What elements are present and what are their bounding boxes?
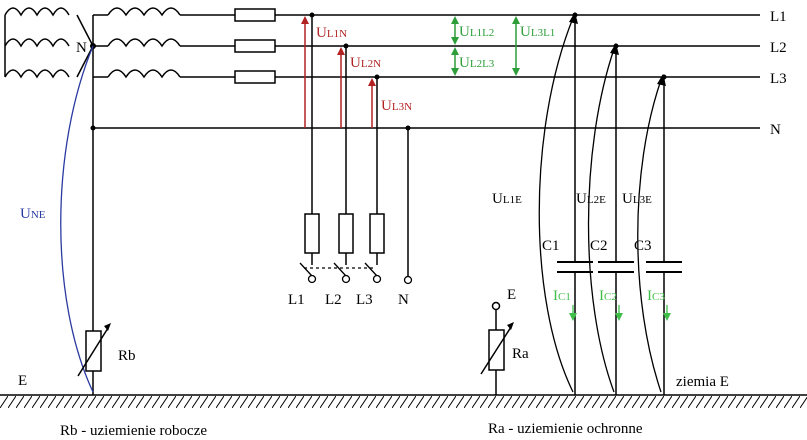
u-l3l1-label: UL3L1 — [520, 24, 555, 40]
u-l3e-label: UL3E — [622, 191, 652, 207]
transformer-primary-windings — [4, 7, 70, 79]
e-terminal-label: E — [507, 287, 516, 303]
earth-voltage-curves — [538, 17, 662, 393]
ziemia-label: ziemia E — [676, 374, 729, 390]
i-c3-label: IC3 — [647, 288, 665, 304]
rb-label: Rb — [118, 348, 136, 364]
terminal-l1: L1 — [288, 292, 305, 308]
u-l1n-label: UL1N — [316, 25, 347, 41]
rb-resistor — [77, 323, 111, 377]
line-label-l3: L3 — [770, 71, 787, 87]
rb-caption: Rb - uziemienie robocze — [60, 423, 207, 439]
capacitor-current-arrows — [569, 305, 671, 321]
ra-label: Ra — [512, 346, 529, 362]
terminal-l3: L3 — [356, 292, 373, 308]
u-l2e-label: UL2E — [576, 191, 606, 207]
fuse-l1 — [234, 8, 276, 22]
line-label-n: N — [770, 122, 781, 138]
c3-label: C3 — [634, 238, 652, 254]
c1-label: C1 — [542, 238, 560, 254]
line-label-l1: L1 — [770, 9, 787, 25]
i-c2-label: IC2 — [599, 288, 617, 304]
load-wiring — [311, 15, 409, 277]
u-l3n-label: UL3N — [381, 98, 412, 114]
c2-label: C2 — [590, 238, 608, 254]
capacitor-plates — [557, 261, 682, 273]
u-l2l3-label: UL2L3 — [459, 55, 495, 71]
u-l1e-label: UL1E — [492, 191, 522, 207]
line-voltage-arrows — [451, 16, 520, 76]
u-l2n-label: UL2N — [350, 55, 381, 71]
load-switches[interactable] — [299, 262, 413, 285]
ra-resistor — [480, 301, 514, 395]
neutral-point-label: N — [76, 40, 87, 56]
phase-voltage-arrows — [301, 16, 376, 128]
e-left-label: E — [18, 373, 27, 389]
ground-hatch — [0, 396, 807, 408]
fuses — [234, 8, 276, 84]
i-c1-label: IC1 — [553, 288, 571, 304]
u-l1l2-label: UL1L2 — [459, 24, 494, 40]
u-ne-label: UNE — [20, 206, 46, 222]
capacitor-wiring — [574, 15, 665, 395]
line-label-l2: L2 — [770, 40, 787, 56]
u-ne-curve — [60, 45, 94, 393]
terminal-l2: L2 — [325, 292, 342, 308]
terminal-n: N — [398, 292, 409, 308]
bus-lines — [93, 14, 760, 129]
fuse-l3 — [234, 70, 276, 84]
fuse-l2 — [234, 39, 276, 53]
ra-caption: Ra - uziemienie ochronne — [488, 421, 643, 437]
transformer-secondary-windings — [107, 7, 181, 79]
load-fuses — [304, 213, 385, 254]
earth-voltage-arrowheads — [569, 12, 666, 86]
